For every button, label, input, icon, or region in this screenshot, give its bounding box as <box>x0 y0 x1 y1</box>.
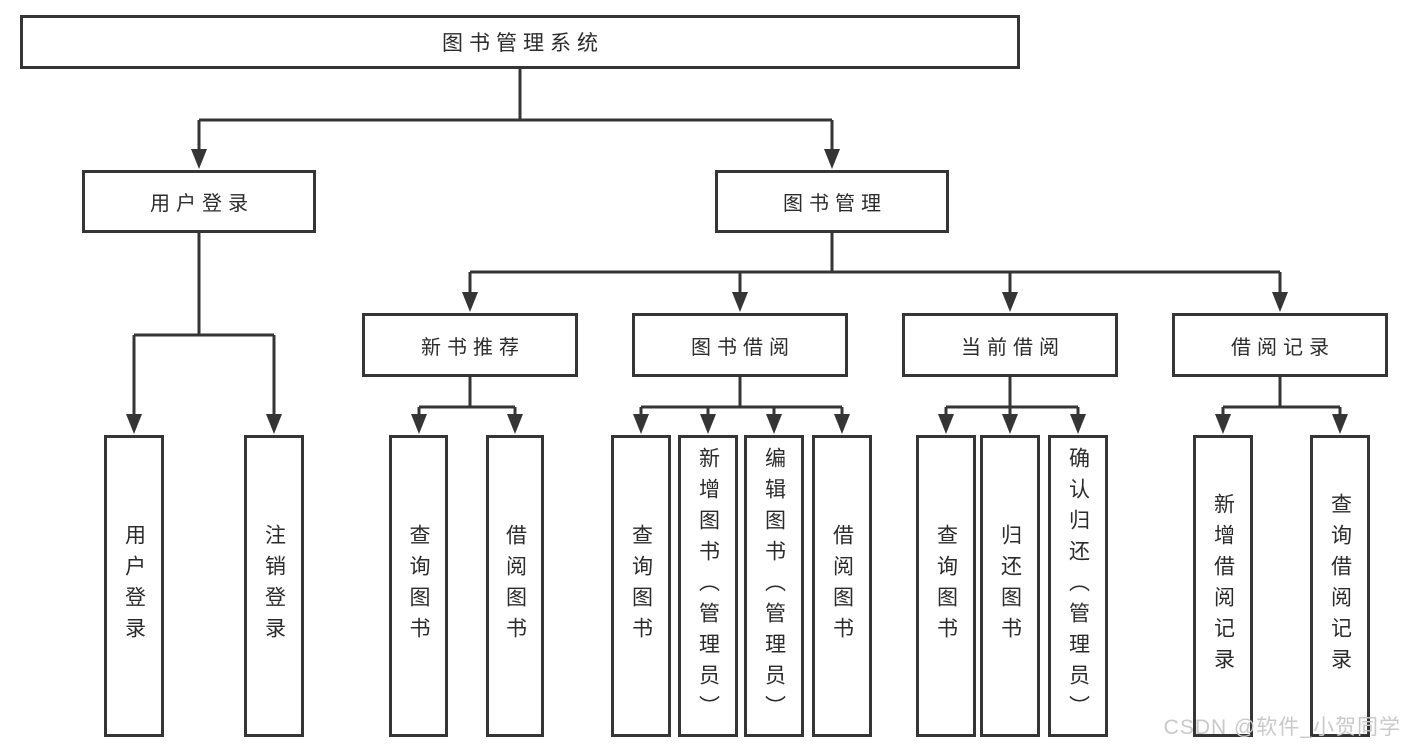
leaf-query-books-newbook: 查询图书 <box>389 435 448 737</box>
leaf-query-books-borrowing: 查询图书 <box>611 435 671 737</box>
leaf-return-books: 归还图书 <box>980 435 1040 737</box>
node-borrowing-records: 借阅记录 <box>1172 313 1388 377</box>
node-book-borrowing: 图书借阅 <box>632 313 848 377</box>
leaf-logout: 注销登录 <box>244 435 304 737</box>
csdn-watermark: CSDN @软件_小贺同学 <box>1163 716 1401 739</box>
leaf-confirm-return-admin: 确认归还（管理员） <box>1048 435 1108 737</box>
node-book-management: 图书管理 <box>715 170 949 233</box>
leaf-query-borrowing-record: 查询借阅记录 <box>1310 435 1370 737</box>
leaf-add-borrowing-record: 新增借阅记录 <box>1193 435 1253 737</box>
leaf-edit-book-admin: 编辑图书（管理员） <box>744 435 804 737</box>
node-library-management-system: 图书管理系统 <box>20 15 1020 69</box>
leaf-borrow-books-newbook: 借阅图书 <box>486 435 544 737</box>
leaf-query-books-current: 查询图书 <box>916 435 976 737</box>
node-current-borrowing: 当前借阅 <box>902 313 1118 377</box>
node-new-book-recommendation: 新书推荐 <box>362 313 578 377</box>
node-user-login: 用户登录 <box>82 170 316 233</box>
leaf-add-book-admin: 新增图书（管理员） <box>678 435 738 737</box>
arrowheads <box>126 149 1348 434</box>
leaf-borrow-books-borrowing: 借阅图书 <box>812 435 872 737</box>
leaf-user-login: 用户登录 <box>104 435 164 737</box>
